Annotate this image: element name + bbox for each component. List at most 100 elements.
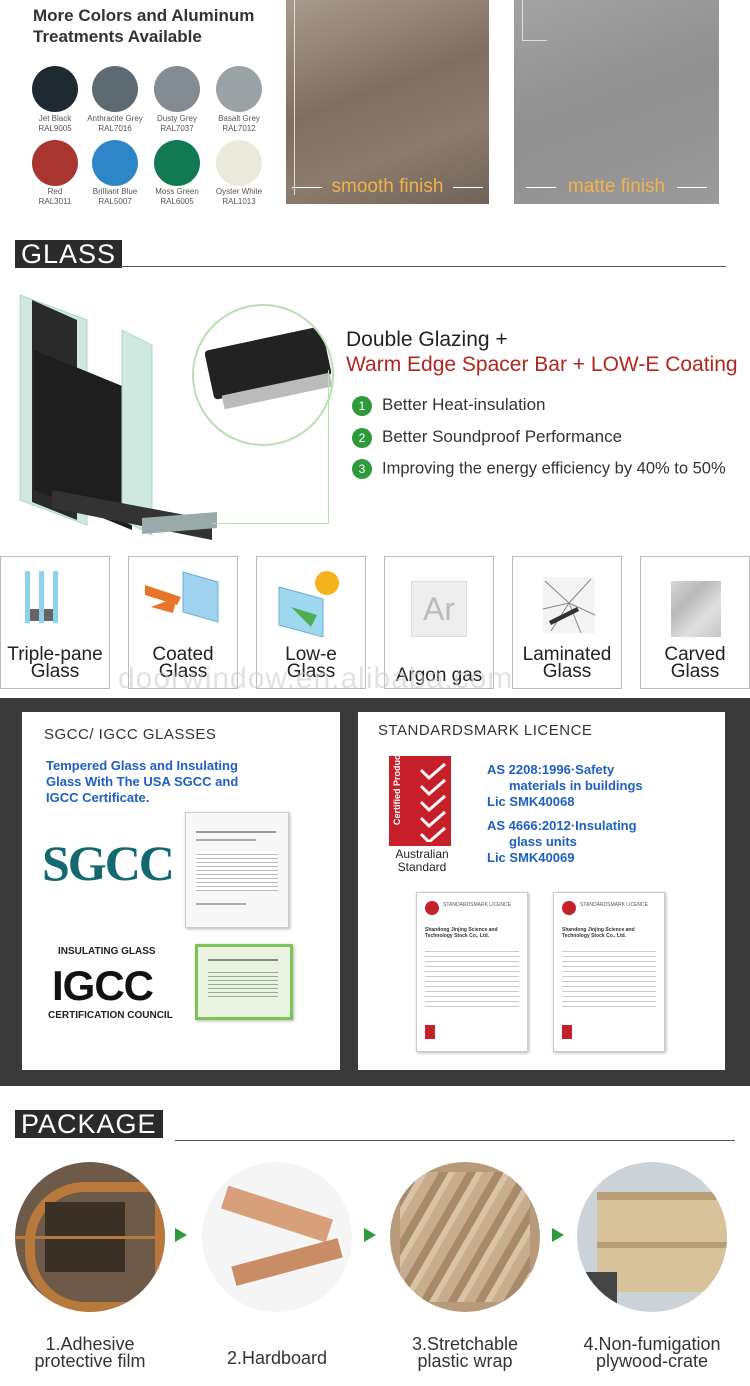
color-swatch — [32, 66, 78, 112]
colors-title-line2: Treatments Available — [33, 27, 202, 46]
feature-number-icon: 3 — [352, 459, 372, 479]
igcc-certificate-image — [195, 944, 293, 1020]
low-e-glass-icon — [278, 571, 339, 637]
sgcc-title: SGCC/ IGCC GLASSES — [44, 726, 217, 743]
glass-cross-section-image — [19, 294, 217, 540]
standard-line: Lic SMK40068 — [487, 794, 575, 809]
triple-pane-icon — [25, 571, 58, 623]
doc-heading: STANDARDSMARK LICENCE — [443, 902, 511, 908]
swatch-name: Brilliant Blue — [92, 187, 138, 196]
step-line: plywood-crate — [595, 1351, 709, 1371]
standard-line: glass units — [509, 834, 577, 849]
arrow-icon — [552, 1228, 564, 1242]
swatch-name: Jet Black — [38, 114, 72, 123]
color-swatch — [92, 66, 138, 112]
spacer-bar-zoom-image — [192, 304, 334, 446]
licence-document-1: STANDARDSMARK LICENCE Shandong Jinjing S… — [416, 892, 528, 1052]
glass-header-rule — [120, 266, 726, 267]
coated-glass-icon — [145, 571, 219, 623]
sgcc-logo: SGCC — [42, 835, 175, 891]
swatch-code: RAL1013 — [222, 197, 256, 206]
sgcc-description-line: IGCC Certificate. — [46, 790, 150, 805]
glass-type-label: Glass — [542, 661, 592, 682]
color-swatch — [216, 140, 262, 186]
feature-text: Improving the energy efficiency by 40% t… — [382, 459, 726, 478]
hardboard-image — [202, 1162, 352, 1312]
swatch-code: RAL6005 — [160, 197, 194, 206]
doc-heading: STANDARDSMARK LICENCE — [580, 902, 648, 908]
glass-type-label: Glass — [30, 661, 80, 682]
step-line: protective film — [34, 1351, 146, 1371]
badge-vertical-text: Certified Product — [392, 751, 402, 825]
laminated-glass-icon — [542, 577, 596, 634]
standard-line: Lic SMK40069 — [487, 850, 575, 865]
color-swatch — [216, 66, 262, 112]
swatch-code: RAL7037 — [160, 124, 194, 133]
feature-number-icon: 2 — [352, 427, 372, 448]
watermark: doorwindow.en.alibaba.com — [118, 662, 514, 695]
glass-type-label: Argon gas — [395, 665, 483, 686]
package-step-label: 2.Hardboard — [202, 1349, 352, 1367]
glass-type-label: Triple-pane — [7, 644, 103, 665]
argon-symbol-icon: Ar — [411, 581, 467, 637]
sgcc-description-line: Glass With The USA SGCC and — [46, 774, 239, 789]
swatch-code: RAL3011 — [38, 197, 72, 206]
color-swatch — [154, 66, 200, 112]
swatch-name: Red — [47, 187, 63, 196]
matte-finish-label: matte finish — [567, 176, 666, 197]
swatch-name: Basalt Grey — [218, 114, 260, 123]
sgcc-description: Tempered Glass and Insulating Glass With… — [46, 758, 238, 806]
swatch-name: Dusty Grey — [156, 114, 197, 123]
glazing-line2: Warm Edge Spacer Bar + LOW-E Coating — [346, 353, 738, 376]
glazing-line1: Double Glazing + — [346, 328, 508, 351]
color-swatch — [154, 140, 200, 186]
step-line: plastic wrap — [417, 1351, 513, 1371]
glass-type-label: Carved — [664, 644, 726, 665]
glass-header: GLASS — [15, 240, 123, 268]
standard-item-2: AS 4666:2012·Insulating glass units Lic … — [487, 818, 637, 866]
swatch-name: Anthracite Grey — [87, 114, 143, 123]
glass-type-label: Low-e — [285, 644, 337, 665]
carved-glass-icon — [671, 581, 721, 637]
colors-title: More Colors and Aluminum Treatments Avai… — [33, 5, 283, 47]
feature-item: 3 Improving the energy efficiency by 40% … — [352, 459, 726, 479]
plywood-crate-image — [577, 1162, 727, 1312]
plastic-wrap-image — [390, 1162, 540, 1312]
badge-text: Standard — [397, 860, 447, 874]
sgcc-certificate-image — [185, 812, 289, 928]
feature-number-icon: 1 — [352, 395, 372, 416]
color-swatch — [92, 140, 138, 186]
feature-text: Better Heat-insulation — [382, 395, 546, 414]
standard-item-1: AS 2208:1996·Safety materials in buildin… — [487, 762, 643, 810]
igcc-bottom-text: CERTIFICATION COUNCIL — [48, 1010, 173, 1021]
step-line: 1.Adhesive — [45, 1334, 135, 1354]
doc-company: Shandong Jinjing Science and Technology … — [562, 927, 635, 939]
standardsmark-panel: STANDARDSMARK LICENCE Certified Product … — [358, 712, 725, 1070]
glass-type-argon: Ar Argon gas — [384, 556, 494, 689]
igcc-logo: IGCC — [52, 962, 154, 1009]
licence-document-2: STANDARDSMARK LICENCE Shandong Jinjing S… — [553, 892, 665, 1052]
smooth-finish-panel: smooth finish — [286, 0, 489, 204]
glass-type-label: Glass — [158, 661, 208, 682]
badge-text: Australian — [395, 847, 449, 861]
glass-type-label: Glass — [286, 661, 336, 682]
checkmarks-icon — [419, 762, 446, 842]
igcc-top-text: INSULATING GLASS — [58, 946, 156, 957]
sgcc-panel: SGCC/ IGCC GLASSES Tempered Glass and In… — [22, 712, 340, 1070]
